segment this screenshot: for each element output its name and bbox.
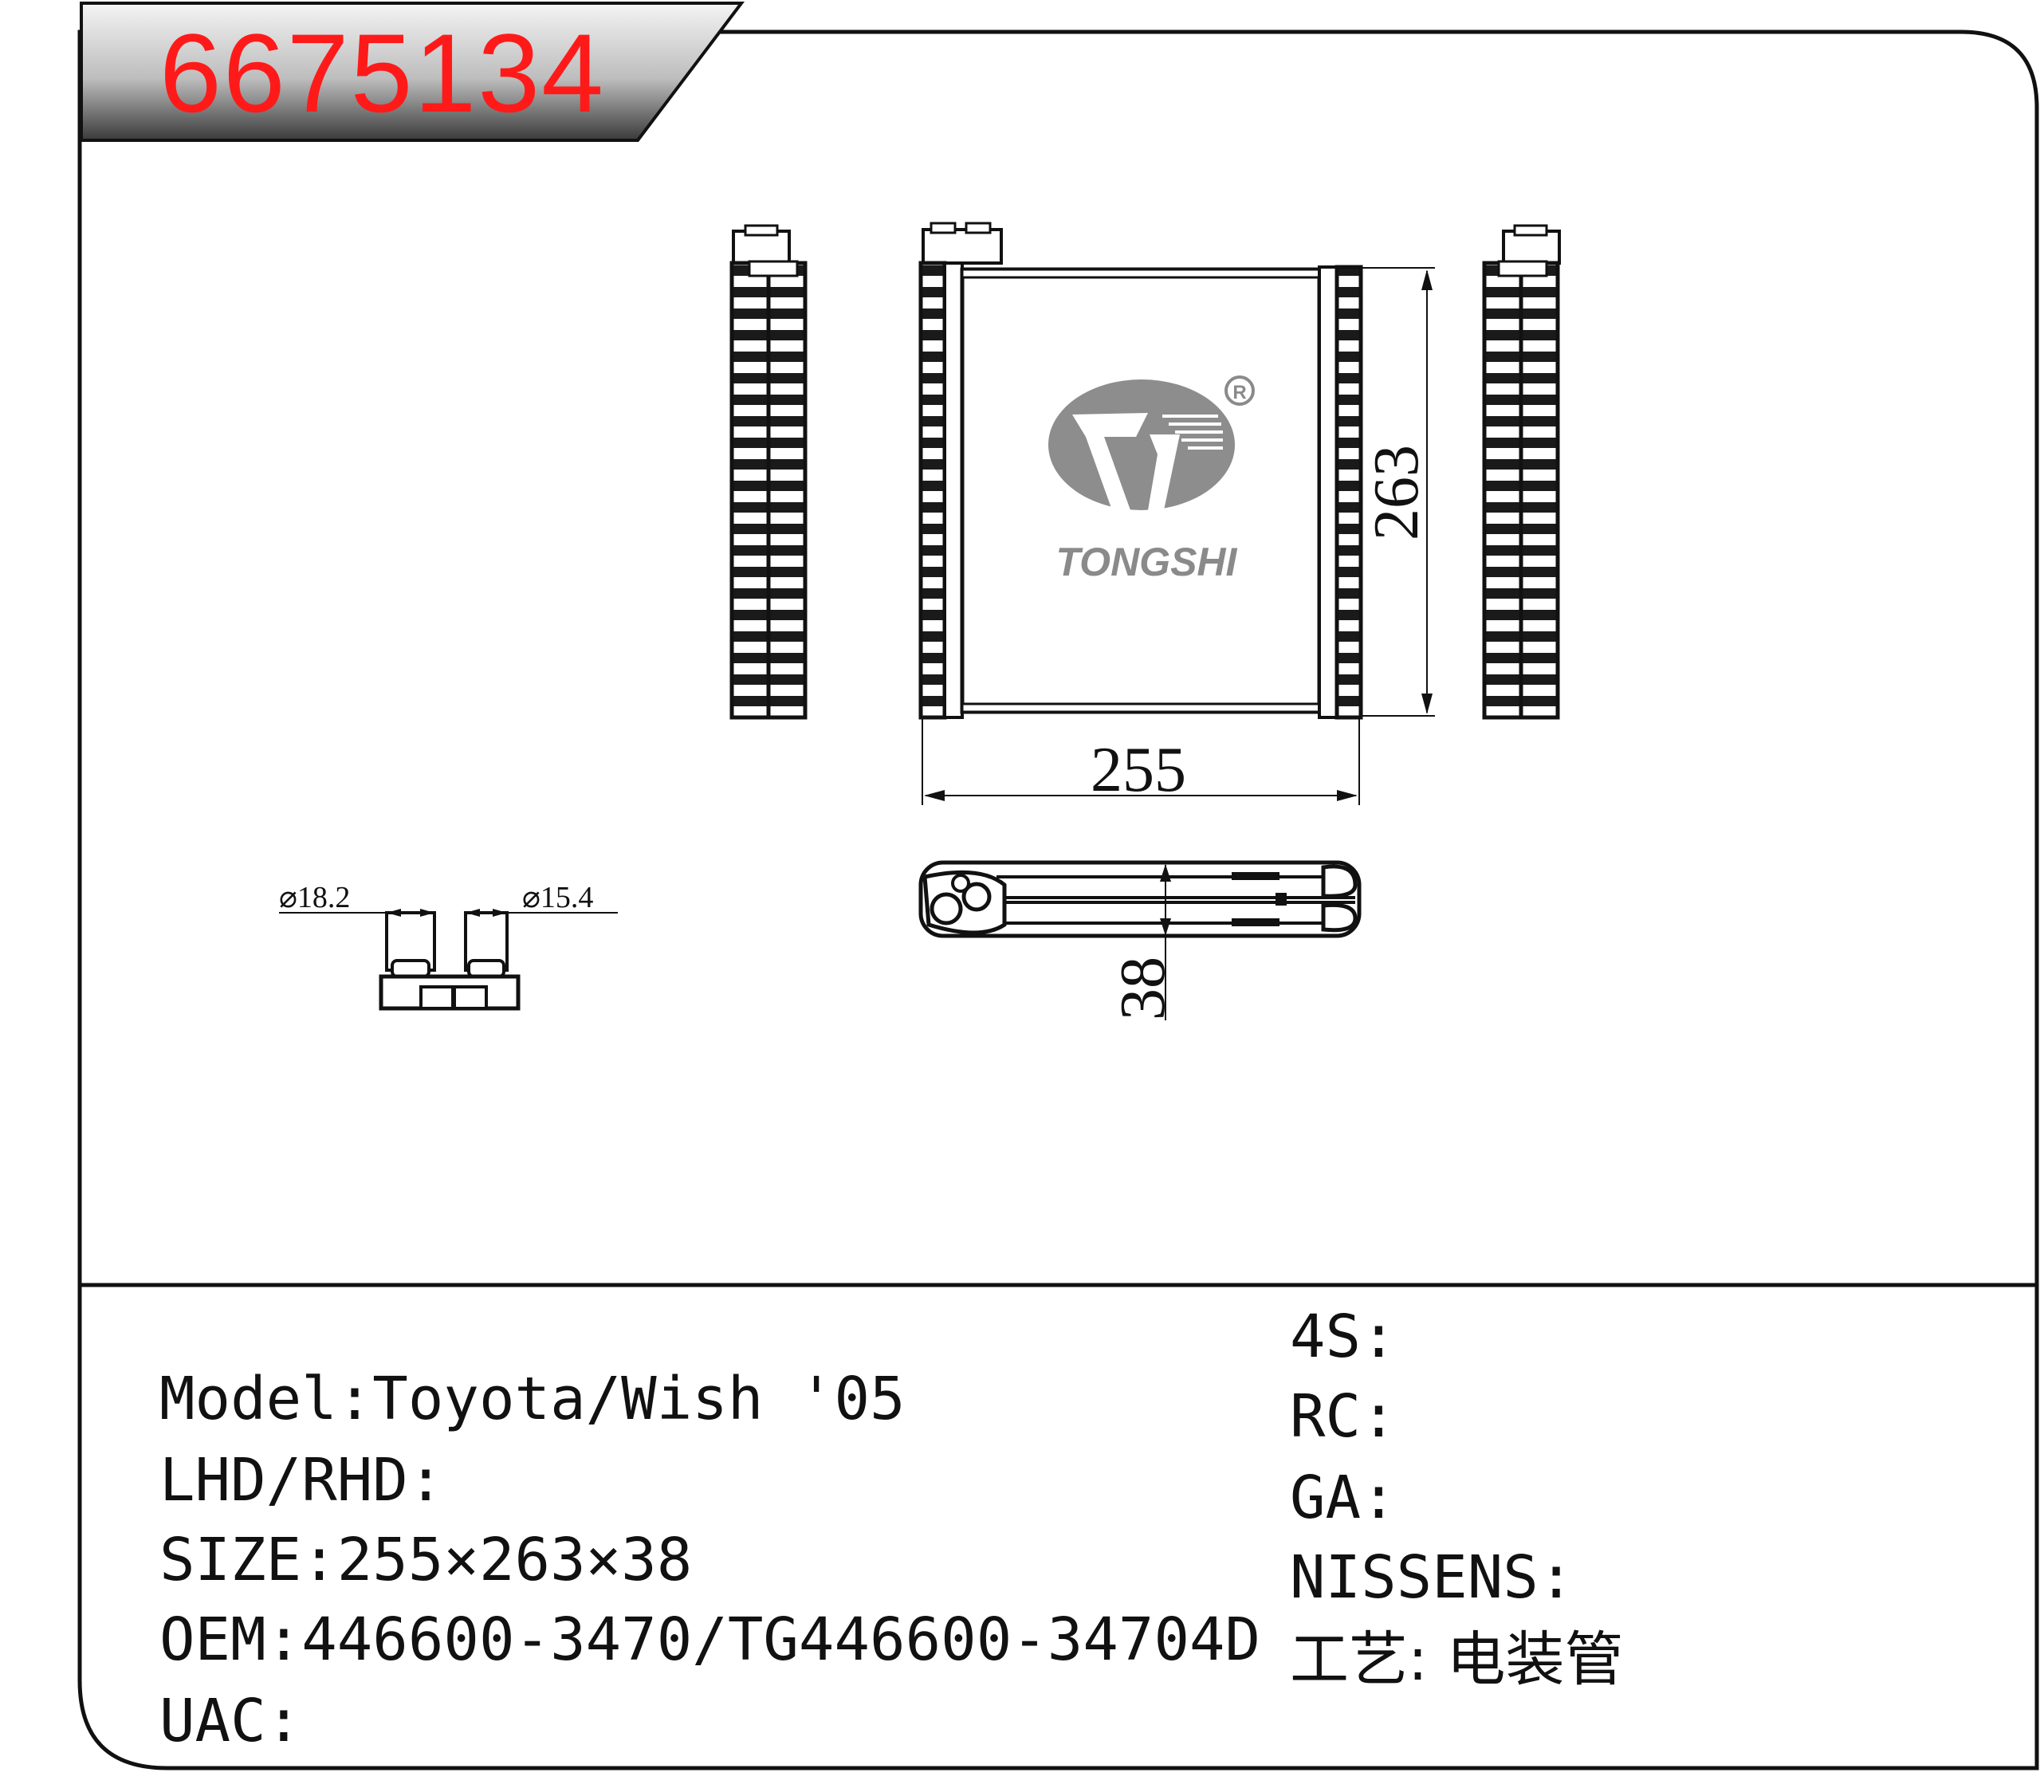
sheet-border [77, 29, 2039, 1770]
part-number: 6675134 [159, 10, 606, 136]
height-dimension: 263 [1361, 267, 1435, 717]
spec-model: Model:Toyota/Wish '05 [159, 1365, 906, 1433]
spec-process: 工艺: 电装管 [1290, 1625, 1624, 1694]
spec-nissens: NISSENS: [1290, 1543, 1574, 1612]
pipe-diameter-2-label: ⌀15.4 [522, 881, 593, 914]
height-label: 263 [1362, 445, 1432, 540]
spec-uac: UAC: [159, 1687, 302, 1755]
spec-4s: 4S: [1290, 1303, 1397, 1371]
spec-size: SIZE:255×263×38 [159, 1526, 693, 1594]
fitting-detail: ⌀18.2 ⌀15.4 [279, 881, 618, 1011]
top-view: 38 [918, 860, 1362, 1020]
brand-wordmark: TONGSHI [1056, 540, 1238, 584]
width-label: 255 [1091, 735, 1186, 805]
spec-lhd-rhd: LHD/RHD: [159, 1446, 444, 1515]
tongshi-logo: R TONGSHI [1048, 375, 1255, 584]
registered-mark-icon [1224, 375, 1255, 406]
spec-rc: RC: [1290, 1382, 1397, 1451]
pipe-diameter-1-label: ⌀18.2 [279, 881, 350, 914]
registered-mark: R [1232, 382, 1246, 403]
spec-oem: OEM:446600-3470/TG446600-34704D [159, 1605, 1261, 1674]
header-tab [80, 2, 745, 142]
width-dimension: 255 [922, 717, 1360, 805]
depth-label: 38 [1108, 957, 1178, 1020]
side-view-left [729, 224, 808, 720]
spec-ga: GA: [1290, 1464, 1397, 1532]
side-view-right [1482, 224, 1561, 720]
